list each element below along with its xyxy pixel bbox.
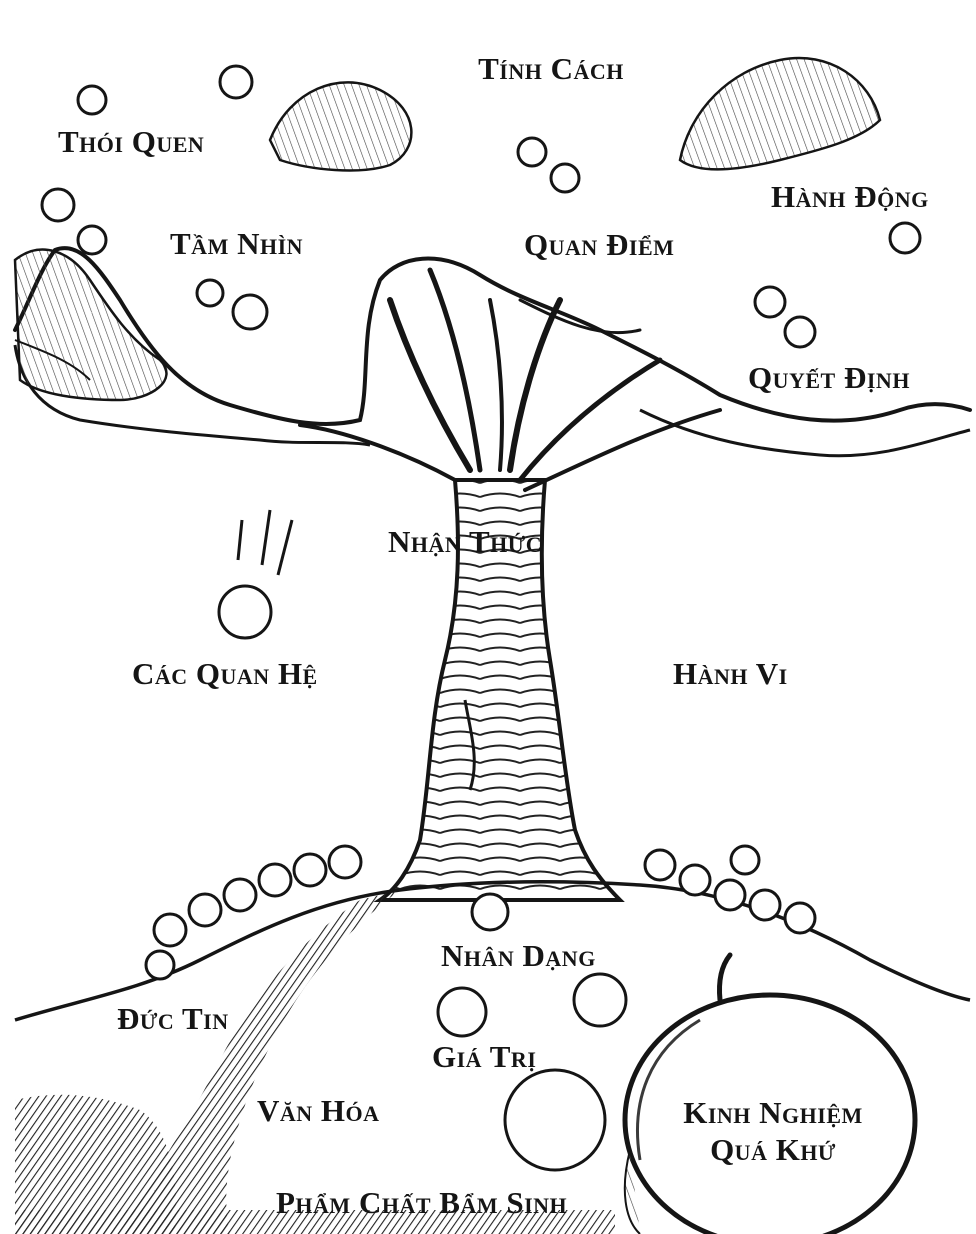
label-tinh-cach: Tính Cách bbox=[478, 53, 624, 84]
tree-canopy bbox=[15, 248, 970, 424]
label-duc-tin: Đức Tin bbox=[117, 1003, 229, 1034]
label-gia-tri: Giá Trị bbox=[432, 1041, 536, 1072]
label-nhan-dang: Nhân Dạng bbox=[441, 940, 596, 971]
label-pham-chat: Phẩm Chất Bẩm Sinh bbox=[276, 1187, 567, 1218]
label-cac-quan-he: Các Quan Hệ bbox=[132, 658, 318, 689]
label-kinh-nghiem-line1: Kinh Nghiệm bbox=[683, 1097, 863, 1128]
falling-apple bbox=[219, 510, 292, 638]
label-quyet-dinh: Quyết Định bbox=[748, 362, 910, 393]
label-tam-nhin: Tầm Nhìn bbox=[170, 228, 303, 259]
label-kinh-nghiem-line2: Quá Khứ bbox=[710, 1134, 836, 1165]
label-nhan-thuc: Nhận Thức bbox=[388, 526, 542, 557]
label-van-hoa: Văn Hóa bbox=[257, 1095, 380, 1126]
label-hanh-vi: Hành Vi bbox=[673, 658, 788, 689]
label-thoi-quen: Thói Quen bbox=[58, 126, 204, 157]
label-quan-diem: Quan Điểm bbox=[524, 229, 674, 260]
label-hanh-dong: Hành Động bbox=[771, 181, 929, 212]
